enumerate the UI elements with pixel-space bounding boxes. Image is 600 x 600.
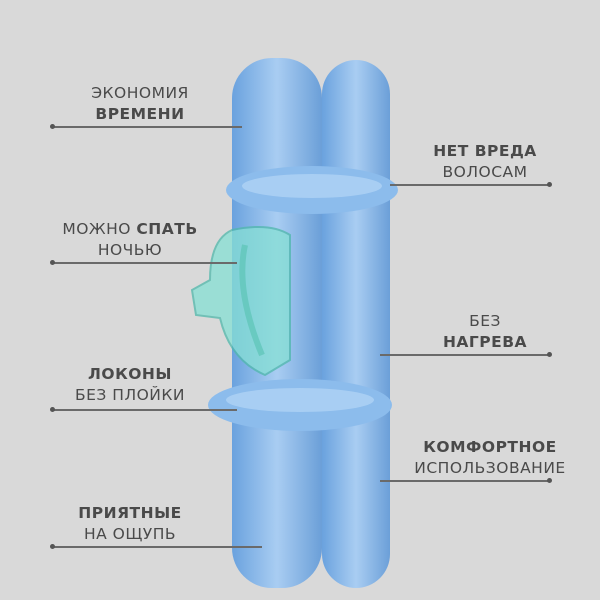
pointer-line bbox=[50, 407, 237, 412]
feature-text: БЕЗ bbox=[469, 312, 501, 330]
feature-text-bold: ПРИЯТНЫЕ bbox=[78, 504, 182, 522]
pointer-dot bbox=[547, 478, 552, 483]
feature-text: НА ОЩУПЬ bbox=[83, 525, 177, 543]
feature-no-heat: БЕЗ НАГРЕВА bbox=[405, 311, 565, 353]
feature-no-harm: НЕТ ВРЕДА ВОЛОСАМ bbox=[405, 141, 565, 183]
feature-curls: ЛОКОНЫ БЕЗ ПЛОЙКИ bbox=[45, 364, 215, 406]
feature-text: ИСПОЛЬЗОВАНИЕ bbox=[414, 459, 566, 477]
pointer-dot bbox=[547, 182, 552, 187]
pointer-dot bbox=[50, 544, 55, 549]
pointer-dot bbox=[50, 407, 55, 412]
pointer-line bbox=[380, 478, 552, 483]
pointer-dot bbox=[50, 124, 55, 129]
feature-text-bold: КОМФОРТНОЕ bbox=[423, 438, 557, 456]
pointer-line bbox=[390, 182, 552, 187]
feature-text-bold: НАГРЕВА bbox=[442, 333, 528, 351]
right-roller bbox=[322, 60, 390, 588]
feature-text-bold: ВРЕМЕНИ bbox=[95, 105, 185, 123]
feature-text-bold: ЛОКОНЫ bbox=[88, 365, 172, 383]
pointer-dot bbox=[50, 260, 55, 265]
pointer-line bbox=[50, 124, 242, 129]
feature-text: ЭКОНОМИЯ bbox=[91, 84, 189, 102]
feature-time-saving: ЭКОНОМИЯ ВРЕМЕНИ bbox=[55, 83, 225, 125]
claw-clip bbox=[190, 225, 291, 377]
pointer-line bbox=[380, 352, 552, 357]
scrunchie-top bbox=[226, 166, 398, 214]
pointer-line bbox=[50, 544, 262, 549]
feature-comfort: КОМФОРТНОЕ ИСПОЛЬЗОВАНИЕ bbox=[395, 437, 585, 479]
feature-soft: ПРИЯТНЫЕ НА ОЩУПЬ bbox=[45, 503, 215, 545]
feature-text-bold: НЕТ ВРЕДА bbox=[433, 142, 537, 160]
feature-text: ВОЛОСАМ bbox=[442, 163, 528, 181]
feature-text: БЕЗ ПЛОЙКИ bbox=[75, 386, 185, 404]
pointer-dot bbox=[547, 352, 552, 357]
feature-text-bold: СПАТЬ bbox=[136, 220, 198, 238]
feature-text: НОЧЬЮ bbox=[97, 241, 163, 259]
scrunchie-bottom bbox=[208, 379, 392, 431]
pointer-line bbox=[50, 260, 237, 265]
feature-sleep: МОЖНО СПАТЬ НОЧЬЮ bbox=[40, 219, 220, 261]
feature-text: МОЖНО bbox=[62, 220, 131, 238]
